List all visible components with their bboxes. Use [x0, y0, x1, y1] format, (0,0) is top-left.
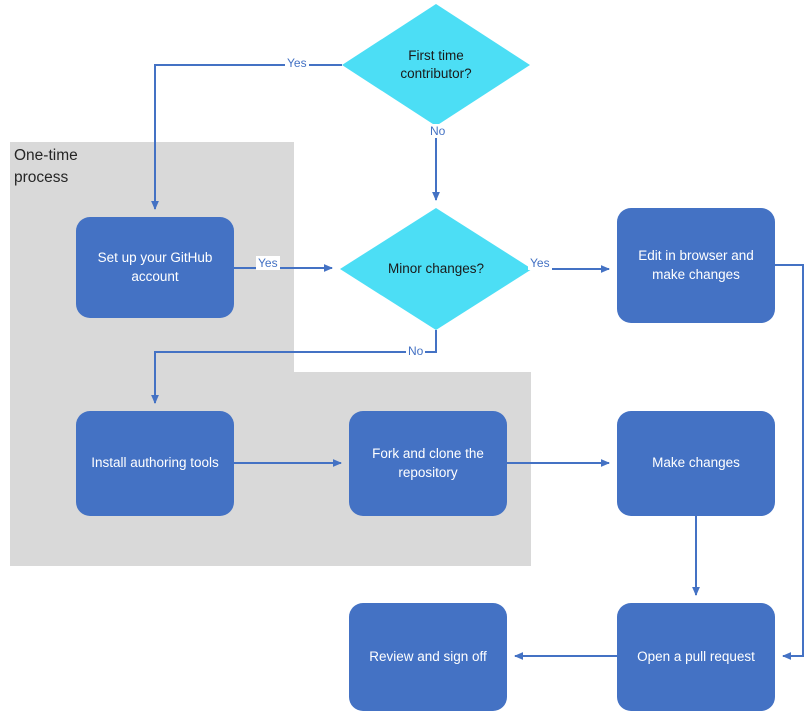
edge-label-minor-changes-no: No	[406, 344, 426, 359]
node-first-time-contributor[interactable]	[342, 4, 530, 126]
node-set-up-github-account[interactable]	[76, 217, 234, 318]
edge-first-time-yes	[151, 64, 342, 210]
node-review-and-sign-off[interactable]	[349, 603, 507, 711]
node-install-authoring-tools[interactable]	[76, 411, 234, 516]
node-fork-and-clone[interactable]	[349, 411, 507, 516]
node-minor-changes[interactable]	[340, 208, 532, 330]
node-open-a-pull-request[interactable]	[617, 603, 775, 711]
node-edit-in-browser[interactable]	[617, 208, 775, 323]
edge-edit-browser-to-pull-request	[775, 264, 804, 660]
edge-minor-changes-no	[151, 330, 437, 404]
edge-label-first-time-yes: Yes	[285, 56, 309, 71]
edge-label-minor-changes-yes: Yes	[528, 256, 552, 271]
edge-label-first-time-no: No	[428, 124, 448, 139]
edge-label-setup-account-yes: Yes	[256, 256, 280, 271]
node-make-changes[interactable]	[617, 411, 775, 516]
